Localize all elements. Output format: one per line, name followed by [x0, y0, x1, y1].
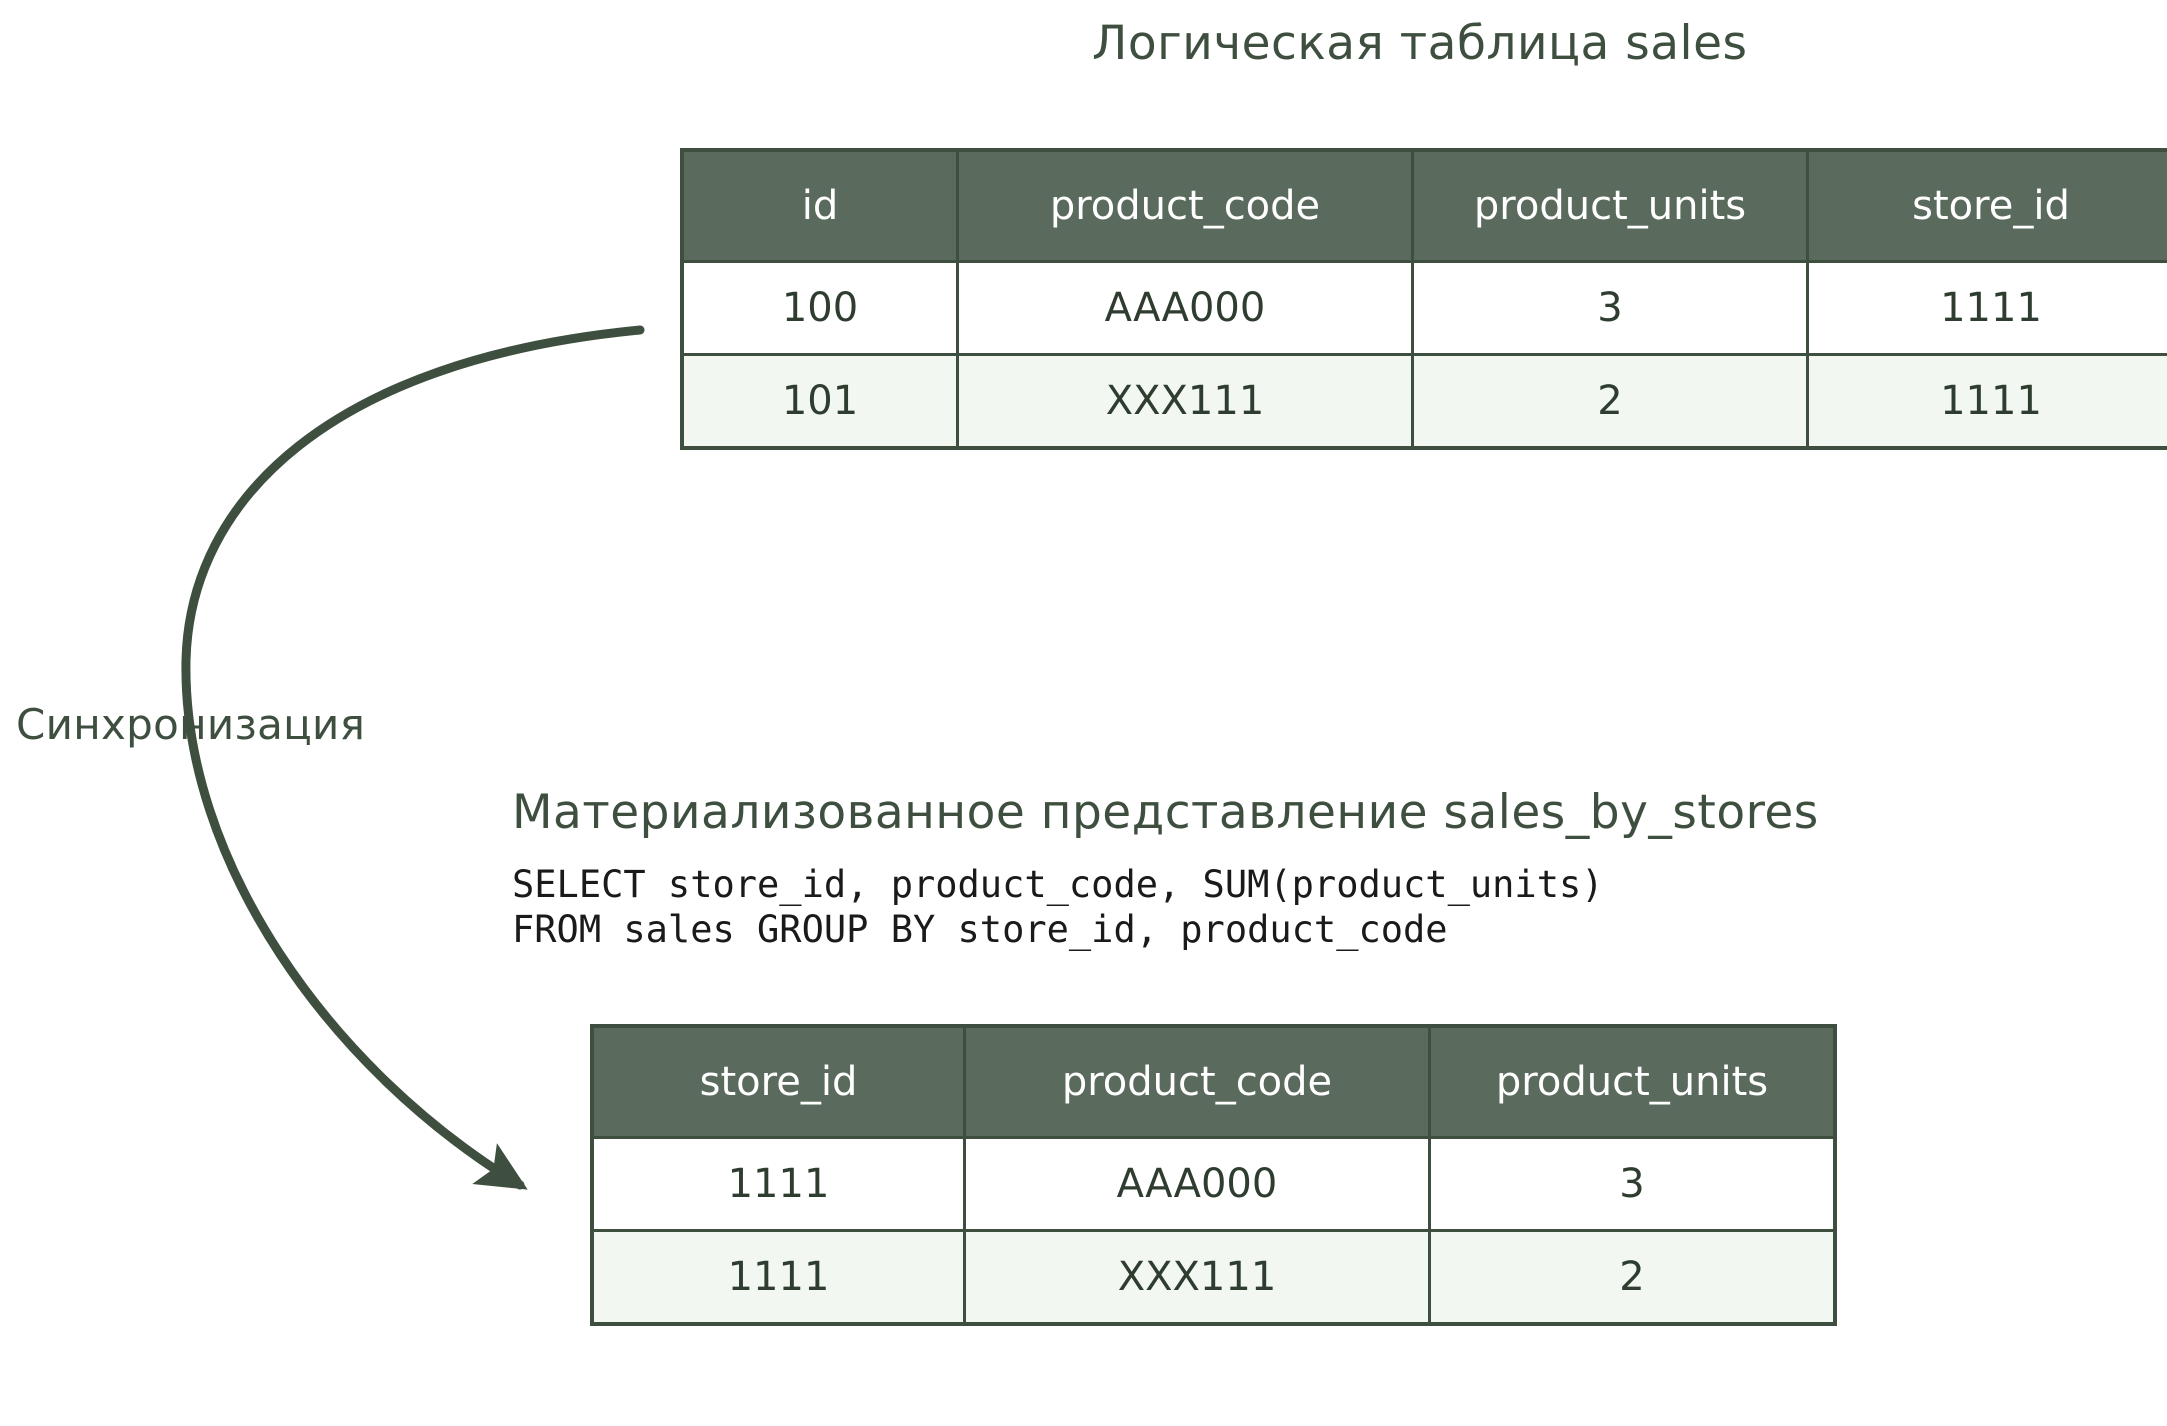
logical-table: id product_code product_units store_id 1…: [680, 148, 2167, 450]
cell-product-code: XXX111: [963, 1229, 1431, 1326]
column-header-product-units: product_units: [1428, 1024, 1837, 1139]
column-header-store-id: store_id: [590, 1024, 966, 1139]
sync-label: Синхронизация: [16, 700, 366, 749]
column-header-id: id: [680, 148, 959, 263]
cell-id: 100: [680, 260, 959, 356]
column-header-product-code: product_code: [963, 1024, 1431, 1139]
table-header-row: id product_code product_units store_id: [680, 148, 2167, 263]
column-header-product-units: product_units: [1411, 148, 1809, 263]
cell-store-id: 1111: [1806, 353, 2167, 450]
materialized-view-sql: SELECT store_id, product_code, SUM(produ…: [512, 863, 1604, 952]
table-row: 101 XXX111 2 1111: [680, 353, 2167, 450]
column-header-product-code: product_code: [956, 148, 1414, 263]
cell-product-units: 3: [1428, 1136, 1837, 1232]
cell-product-units: 2: [1411, 353, 1809, 450]
materialized-view-title: Материализованное представление sales_by…: [512, 785, 1819, 840]
cell-product-code: AAA000: [956, 260, 1414, 356]
table-header-row: store_id product_code product_units: [590, 1024, 1837, 1139]
cell-store-id: 1111: [1806, 260, 2167, 356]
table-row: 100 AAA000 3 1111: [680, 260, 2167, 356]
sync-arrow-path: [181, 325, 645, 1190]
cell-id: 101: [680, 353, 959, 450]
table-row: 1111 XXX111 2: [590, 1229, 1837, 1326]
cell-store-id: 1111: [590, 1136, 966, 1232]
column-header-store-id: store_id: [1806, 148, 2167, 263]
cell-product-code: AAA000: [963, 1136, 1431, 1232]
table-row: 1111 AAA000 3: [590, 1136, 1837, 1232]
logical-table-title: Логическая таблица sales: [1092, 16, 1748, 71]
cell-product-code: XXX111: [956, 353, 1414, 450]
materialized-view-table: store_id product_code product_units 1111…: [590, 1024, 1837, 1326]
cell-store-id: 1111: [590, 1229, 966, 1326]
cell-product-units: 2: [1428, 1229, 1837, 1326]
cell-product-units: 3: [1411, 260, 1809, 356]
